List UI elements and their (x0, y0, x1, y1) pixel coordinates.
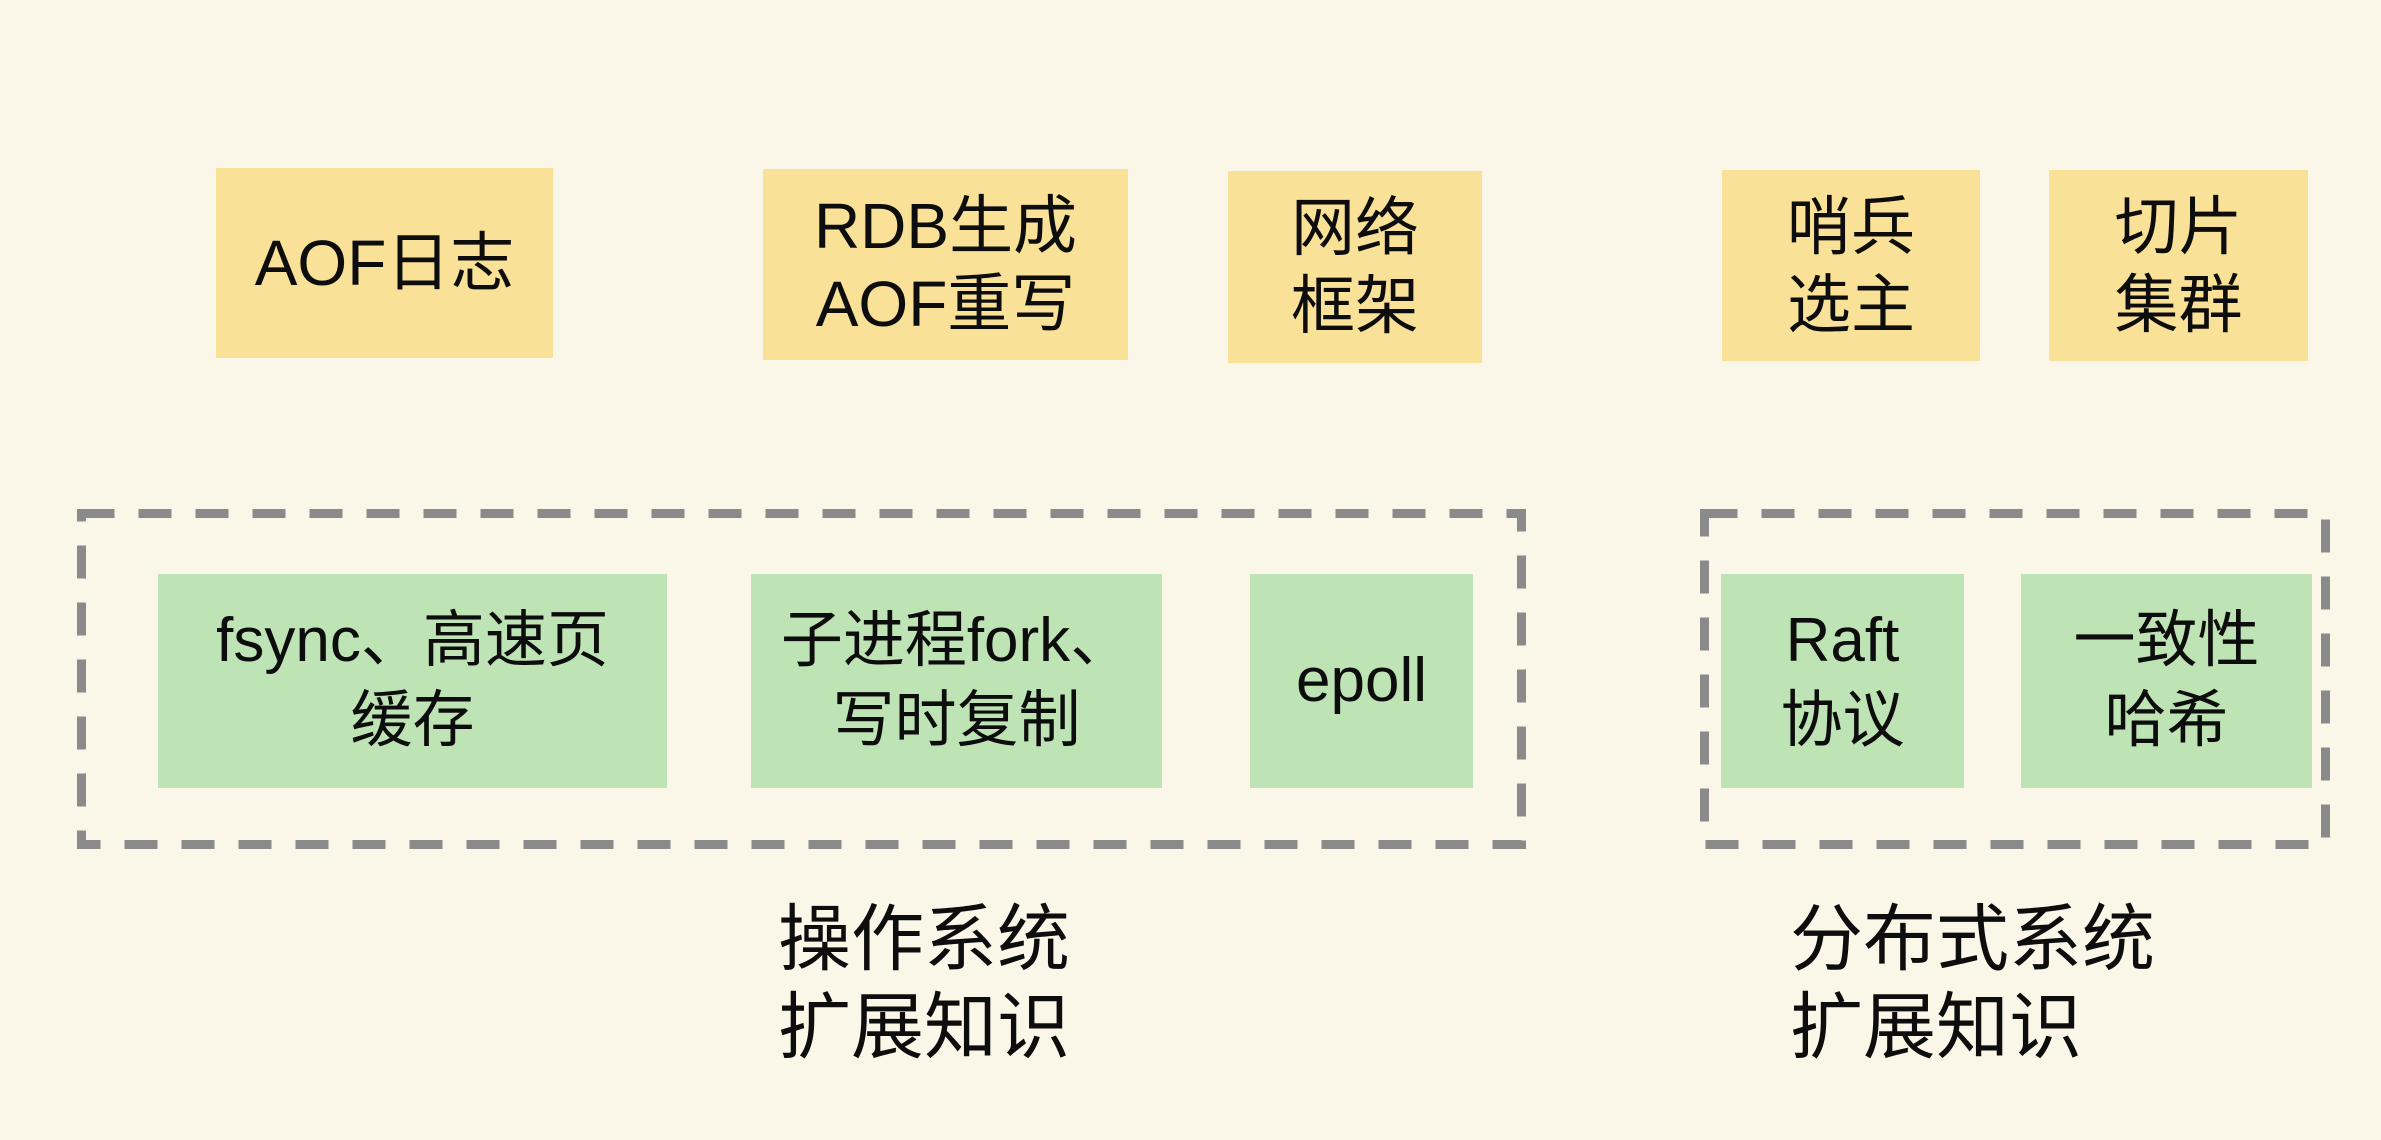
concept-box-label-line: Raft (1785, 606, 1900, 675)
topic-box-label-line: 哨兵 (1787, 190, 1915, 263)
concept-box-epoll: epoll (1250, 574, 1473, 788)
caption-line: 扩展知识 (778, 987, 1070, 1068)
caption-line: 分布式系统 (1790, 899, 2155, 980)
concept-box-label-line: 哈希 (2104, 686, 2229, 755)
concept-box-label-line: 协议 (1780, 686, 1905, 755)
concept-box-label-line: 缓存 (350, 686, 475, 755)
topic-box-label-line: AOF重写 (815, 267, 1076, 340)
concept-box-consistent-hashing: 一致性 哈希 (2021, 574, 2312, 788)
concept-box-fork-copy-on-write: 子进程fork、 写时复制 (751, 574, 1162, 788)
concept-box-label-line: fsync、高速页 (216, 606, 609, 675)
topic-box-label-line: 框架 (1291, 270, 1419, 342)
topic-box-network-framework: 网络 框架 (1228, 171, 1482, 363)
topic-box-sentinel-leader-election: 哨兵 选主 (1722, 170, 1980, 361)
concept-box-label-line: epoll (1296, 646, 1427, 715)
caption-line: 扩展知识 (1790, 987, 2082, 1068)
concept-box-label-line: 子进程fork、 (780, 606, 1133, 675)
topic-box-aof-log: AOF日志 (216, 168, 553, 358)
os-knowledge-group-border (77, 509, 1526, 849)
concept-box-label-line: 写时复制 (832, 686, 1081, 755)
caption-distributed-knowledge: 分布式系统 扩展知识 (1790, 896, 2155, 1072)
topic-box-label-line: RDB生成 (813, 189, 1078, 262)
caption-os-knowledge: 操作系统 扩展知识 (778, 896, 1070, 1072)
topic-box-label-line: 选主 (1787, 268, 1915, 341)
topic-box-label-line: 集群 (2114, 268, 2243, 341)
topic-box-sharded-cluster: 切片 集群 (2049, 170, 2308, 361)
topic-box-label-line: 网络 (1291, 192, 1419, 264)
distributed-knowledge-group-border (1700, 509, 2330, 849)
concept-box-raft-protocol: Raft 协议 (1721, 574, 1964, 788)
concept-box-label-line: 一致性 (2073, 606, 2260, 675)
topic-box-label-line: AOF日志 (254, 227, 515, 299)
caption-line: 操作系统 (778, 899, 1070, 980)
topic-box-label-line: 切片 (2114, 190, 2243, 263)
topic-box-rdb-aof-rewrite: RDB生成 AOF重写 (763, 169, 1128, 360)
concept-box-fsync-page-cache: fsync、高速页 缓存 (158, 574, 667, 788)
